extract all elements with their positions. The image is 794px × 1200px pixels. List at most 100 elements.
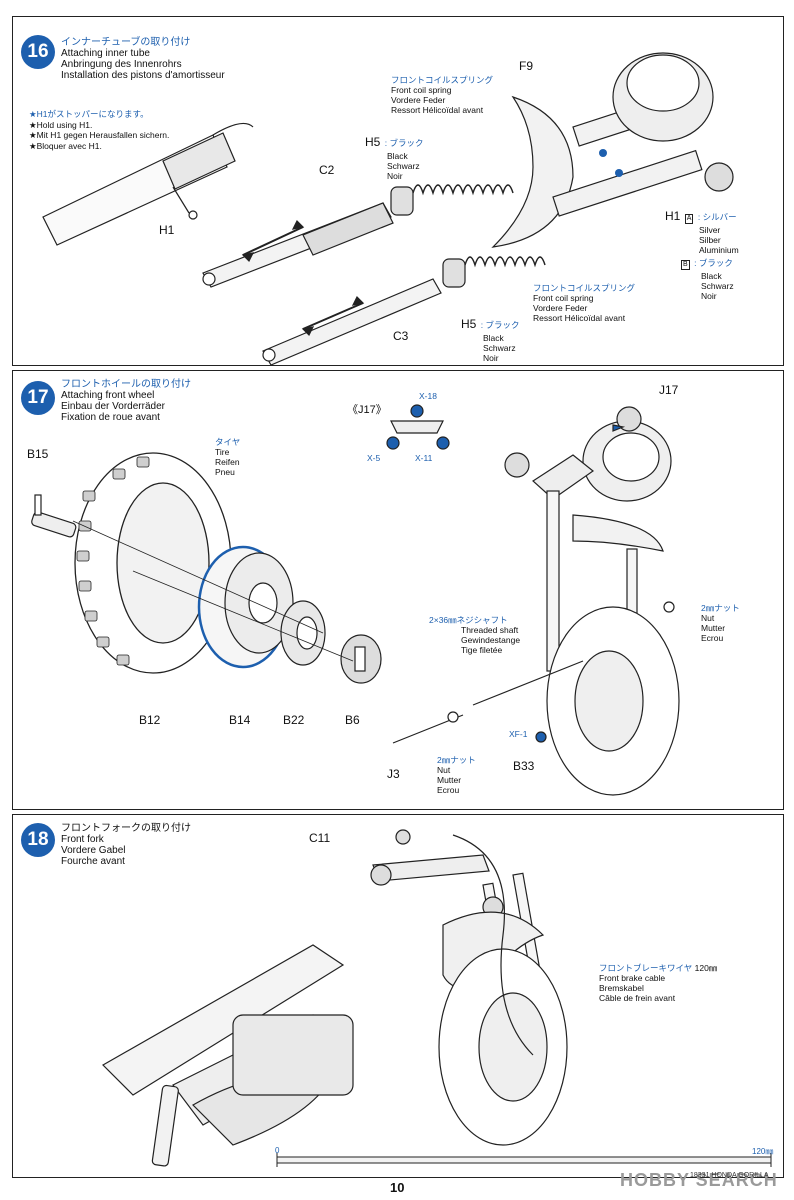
wheel-rim-drawing <box>197 545 294 669</box>
label-b33: B33 <box>513 759 535 773</box>
step-16-title-en: Attaching inner tube <box>61 48 150 59</box>
nut-bottom-fr: Ecrou <box>437 785 460 795</box>
h5-top-de: Schwarz <box>387 161 420 171</box>
cable-fr: Câble de frein avant <box>599 993 676 1003</box>
callout-threaded-shaft: 2×36㎜ネジシャフト Threaded shaft Gewindestange… <box>429 615 520 655</box>
h5-bottom-part: H5 <box>461 317 477 331</box>
j17-detail-title: 《J17》 <box>347 404 387 416</box>
nut-right-en: Nut <box>701 613 715 623</box>
callout-color-b: B : ブラック Black Schwarz Noir <box>681 258 734 301</box>
note-en: ★Hold using H1. <box>29 119 93 130</box>
h5-top-en: Black <box>387 151 408 161</box>
footer-code: 18331 HONDA GORILLA <box>690 1172 769 1179</box>
assembly-guide-lines <box>72 520 354 662</box>
nut-bottom-de: Mutter <box>437 775 462 785</box>
h1-en: Silver <box>699 225 721 235</box>
b22-hub-drawing <box>280 600 326 666</box>
step-17-title: フロントホイールの取り付け Attaching front wheel Einb… <box>61 379 191 423</box>
note-de: ★Mit H1 gegen Herausfallen sichern. <box>29 130 170 140</box>
h1-right-part: H1 <box>665 209 681 223</box>
h5-bottom-jp: ブラック <box>485 320 520 330</box>
label-b22: B22 <box>283 713 305 727</box>
h5-bottom-de: Schwarz <box>483 343 516 353</box>
step-18-title-fr: Fourche avant <box>61 856 125 867</box>
step-number-16: 16 <box>21 35 55 69</box>
step-18-panel: 18 フロントフォークの取り付け Front fork Vordere Gabe… <box>12 814 784 1178</box>
label-b12: B12 <box>139 713 161 727</box>
label-x11: X-11 <box>415 453 433 463</box>
step-16-illustration <box>42 52 734 365</box>
callout-h5-top: H5 : ブラック Black Schwarz Noir <box>365 135 424 181</box>
label-j3: J3 <box>387 767 400 781</box>
tire-fr: Pneu <box>215 467 235 477</box>
fork-fender-assembly-drawing <box>491 52 734 248</box>
step-17-title-fr: Fixation de roue avant <box>61 412 160 423</box>
b-color-de: Schwarz <box>701 281 734 291</box>
h5-bottom-fr: Noir <box>483 353 499 363</box>
callout-tire: タイヤ Tire Reifen Pneu <box>215 437 240 477</box>
label-c11: C11 <box>309 831 331 845</box>
step-17-title-de: Einbau der Vorderräder <box>61 401 165 412</box>
step-16-note: ★H1がストッパーになります。 ★Hold using H1. ★Mit H1 … <box>29 109 169 151</box>
step-number-17: 17 <box>21 381 55 415</box>
watermark: HOBBY SEARCH <box>620 1170 778 1190</box>
step-18-title-de: Vordere Gabel <box>61 845 126 856</box>
step-16-panel: 16 インナーチューブの取り付け Attaching inner tube An… <box>12 16 784 366</box>
nut-bottom-jp: 2㎜ナット <box>437 755 476 765</box>
callout-nut-right: 2㎜ナット Nut Mutter Ecrou <box>701 603 740 643</box>
spring-bottom-fr: Ressort Hélicoïdal avant <box>533 313 626 323</box>
spring-top-jp: フロントコイルスプリング <box>391 75 494 85</box>
callout-h5-bottom: H5 : ブラック Black Schwarz Noir <box>461 317 520 363</box>
spring-top-de: Vordere Feder <box>391 95 446 105</box>
front-assembly-drawing <box>504 406 680 796</box>
spring-bottom-en: Front coil spring <box>533 293 594 303</box>
shaft-en: Threaded shaft <box>461 625 519 635</box>
step-17-panel: 17 フロントホイールの取り付け Attaching front wheel E… <box>12 370 784 810</box>
h1-de: Silber <box>699 235 721 245</box>
motorcycle-frame-drawing <box>102 829 568 1167</box>
shaft-jp: 2×36㎜ネジシャフト <box>429 615 508 625</box>
cable-en: Front brake cable <box>599 973 666 983</box>
step-17-title-jp: フロントホイールの取り付け <box>61 379 191 390</box>
cable-length-ruler <box>276 1153 772 1167</box>
shaft-de: Gewindestange <box>461 635 521 645</box>
step-18-title-jp: フロントフォークの取り付け <box>61 823 191 834</box>
tire-de: Reifen <box>215 457 240 467</box>
nut-right-jp: 2㎜ナット <box>701 603 740 613</box>
step-18-illustration <box>102 829 772 1167</box>
h5-top-fr: Noir <box>387 171 403 181</box>
cable-jp: フロントブレーキワイヤ <box>599 963 693 973</box>
b15-axle-drawing <box>31 494 77 538</box>
h1-color-code: A <box>684 214 694 224</box>
callout-spring-top: フロントコイルスプリング Front coil spring Vordere F… <box>391 75 493 115</box>
b-color-code: B <box>681 260 690 270</box>
step-16-title: インナーチューブの取り付け Attaching inner tube Anbri… <box>61 37 225 81</box>
callout-nut-bottom: 2㎜ナット Nut Mutter Ecrou <box>437 755 476 795</box>
label-xf1: XF-1 <box>509 729 528 739</box>
blue-glue-markers <box>599 149 623 177</box>
spring-top-fr: Ressort Hélicoïdal avant <box>391 105 484 115</box>
label-c3: C3 <box>393 329 409 343</box>
spring-bottom-jp: フロントコイルスプリング <box>533 283 636 293</box>
c3-shaft-drawing <box>262 278 442 365</box>
note-jp: ★H1がストッパーになります。 <box>29 109 149 119</box>
label-f9: F9 <box>519 59 534 73</box>
step-17-illustration <box>31 404 680 796</box>
h1-fr: Aluminium <box>699 245 739 255</box>
b-color-fr: Noir <box>701 291 717 301</box>
h5-top-part: H5 <box>365 135 381 149</box>
step-16-title-de: Anbringung des Innenrohrs <box>61 59 182 70</box>
label-b6: B6 <box>345 713 360 727</box>
tire-en: Tire <box>215 447 230 457</box>
h5-top-jp: ブラック <box>389 138 424 148</box>
cable-de: Bremskabel <box>599 983 644 993</box>
step-18-title-en: Front fork <box>61 834 104 845</box>
step-16-title-fr: Installation des pistons d'amortisseur <box>61 70 225 81</box>
callout-h1-right: H1 A : シルバー Silver Silber Aluminium <box>665 209 739 255</box>
shaft-fr: Tige filetée <box>461 645 503 655</box>
nut-bottom-en: Nut <box>437 765 451 775</box>
h5-caps-drawing <box>390 186 466 288</box>
tire-jp: タイヤ <box>215 437 241 447</box>
callout-brake-cable: フロントブレーキワイヤ 120㎜ Front brake cable Brems… <box>599 963 717 1003</box>
cable-length: 120㎜ <box>694 963 718 973</box>
